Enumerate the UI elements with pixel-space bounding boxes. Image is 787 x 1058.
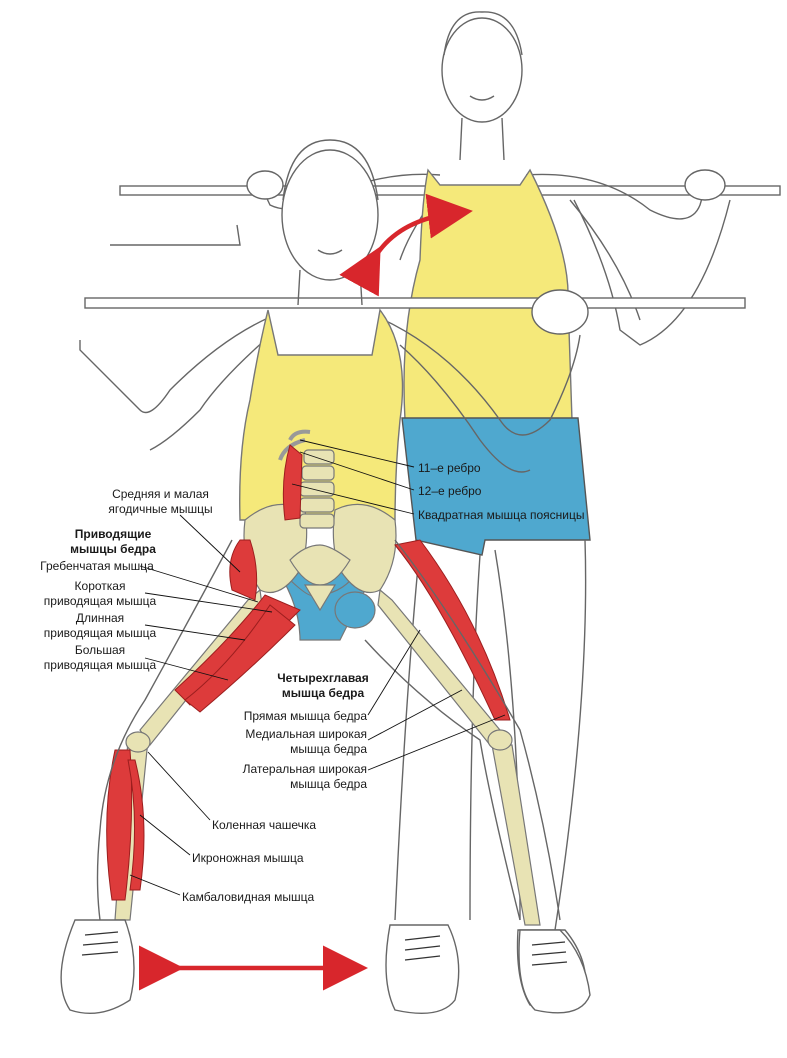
label-quadratus-lumborum: Квадратная мышца поясницы: [418, 508, 585, 522]
left-adductor-magnus: [184, 604, 296, 713]
label-soleus: Камбаловидная мышца: [182, 890, 315, 904]
back-left-shoe: [385, 924, 460, 1015]
rib-11: [278, 438, 306, 461]
front-right-shoe: [518, 929, 591, 1014]
spine: [299, 449, 335, 529]
leader-lines: [129, 439, 506, 896]
muscles: [106, 444, 511, 901]
label-vastus-medialis: Медиальная широкая мышца бедра: [245, 727, 367, 756]
front-barbell: [84, 297, 746, 309]
right-quadriceps: [394, 539, 511, 721]
quadratus-lumborum: [282, 444, 303, 521]
label-patella: Коленная чашечка: [212, 818, 317, 832]
label-pectineus: Гребенчатая мышца: [40, 559, 154, 573]
front-left-shoe: [60, 919, 135, 1015]
label-vastus-lateralis: Латеральная широкая мышца бедра: [242, 762, 367, 791]
label-adductor-magnus: Большая приводящая мышца: [43, 643, 157, 672]
left-soleus: [127, 759, 145, 891]
torso-rotation-arrow: [339, 193, 473, 297]
gluteus-muscles: [229, 539, 258, 601]
label-rectus-femoris: Прямая мышца бедра: [243, 709, 367, 723]
label-adductor-brevis: Короткая приводящая мышца: [43, 579, 157, 608]
label-adductors-heading: Приводящие мышцы бедра: [70, 527, 156, 556]
label-gastrocnemius: Икроножная мышца: [192, 851, 304, 865]
skeleton: [114, 429, 541, 926]
rib-12: [288, 429, 311, 442]
back-head: [441, 17, 523, 123]
label-adductor-longus: Длинная приводящая мышца: [43, 611, 157, 640]
front-head: [281, 149, 379, 281]
back-shorts: [401, 417, 591, 556]
label-quadriceps-heading: Четырехглавая мышца бедра: [277, 671, 369, 700]
label-rib-11: 11–е ребро: [418, 461, 481, 475]
label-gluteus: Средняя и малая ягодичные мышцы: [108, 487, 213, 516]
label-rib-12: 12–е ребро: [418, 484, 482, 498]
right-patella: [487, 729, 513, 751]
left-patella: [125, 731, 151, 753]
left-gastrocnemius: [106, 749, 133, 901]
front-legs: [60, 539, 591, 1015]
